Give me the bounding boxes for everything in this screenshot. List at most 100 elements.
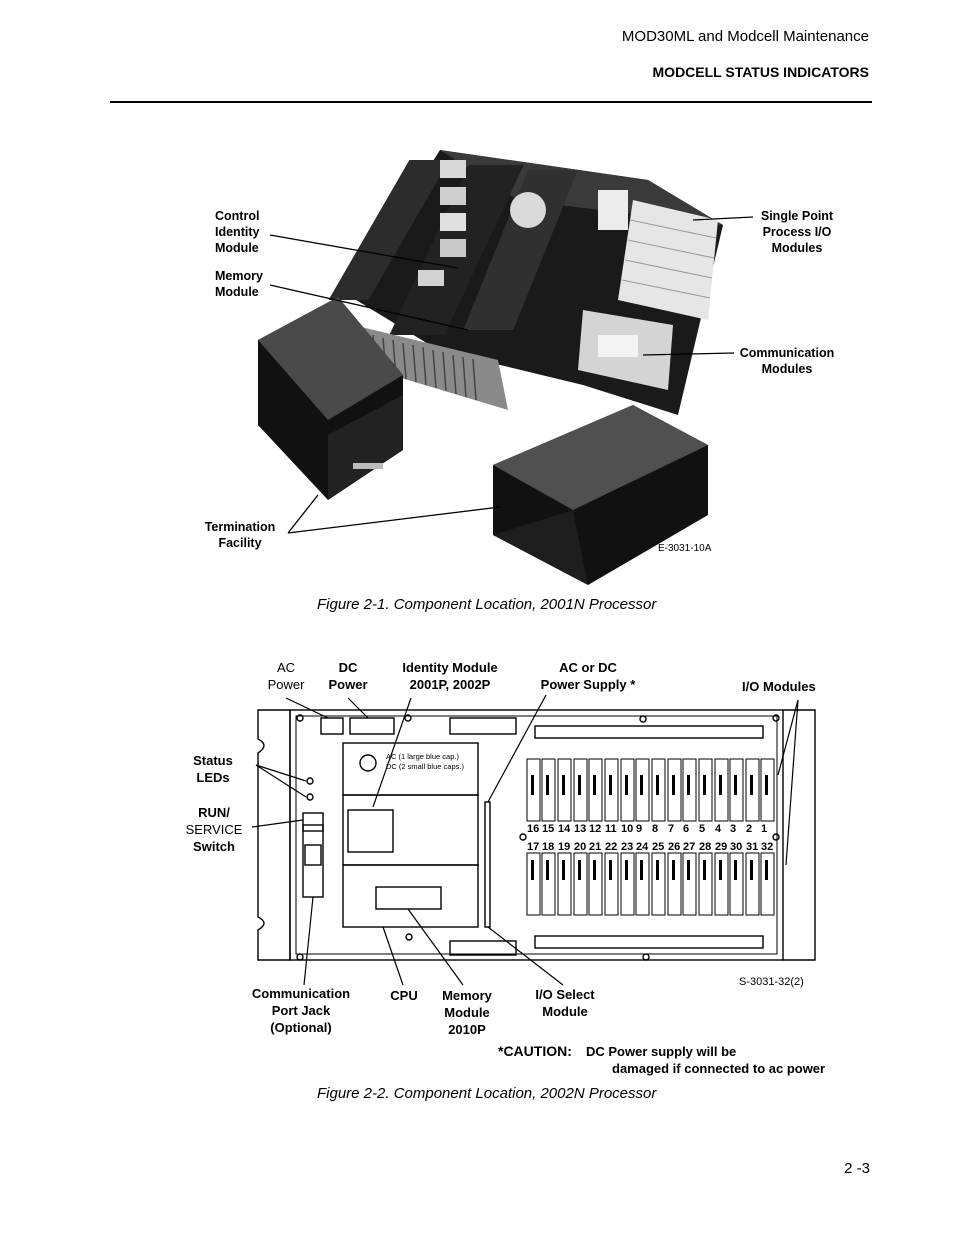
label-io-select-1: I/O Select	[535, 987, 595, 1002]
svg-text:16: 16	[527, 823, 539, 835]
slot-number: 3	[730, 823, 736, 835]
label-caution-text-1: DC Power supply will be	[586, 1044, 736, 1059]
label-io-select-2: Module	[542, 1004, 588, 1019]
slot-number: 9	[636, 823, 642, 835]
single-point-modules	[618, 200, 718, 320]
svg-text:9: 9	[636, 823, 642, 835]
svg-text:Power: Power	[328, 677, 367, 692]
label-control-identity-1: Control	[215, 209, 259, 223]
svg-text:4: 4	[715, 823, 722, 835]
svg-text:AC (1 large blue cap.): AC (1 large blue cap.)	[386, 752, 459, 761]
svg-text:LEDs: LEDs	[196, 770, 229, 785]
module-stack	[328, 160, 628, 335]
label-termination-1: Termination	[205, 520, 276, 534]
label-dc-power-1: DC	[339, 660, 358, 675]
svg-text:AC: AC	[277, 660, 295, 675]
main-panel-inner	[295, 715, 778, 955]
slot-number: 22	[605, 841, 617, 853]
slot-number: 10	[621, 823, 633, 835]
svg-text:5: 5	[699, 823, 705, 835]
label-comm-port-2: Port Jack	[272, 1003, 331, 1018]
svg-text:32: 32	[761, 841, 773, 853]
label-status-leds-2: LEDs	[196, 770, 229, 785]
svg-text:DC Power supply will be: DC Power supply will be	[586, 1044, 736, 1059]
svg-text:Module: Module	[444, 1005, 490, 1020]
svg-text:Power: Power	[268, 677, 306, 692]
header-rule	[110, 101, 872, 103]
svg-text:13: 13	[574, 823, 586, 835]
slot-number: 17	[527, 841, 539, 853]
svg-text:31: 31	[746, 841, 758, 853]
slot-number: 28	[699, 841, 711, 853]
svg-text:DC (2 small blue caps.): DC (2 small blue caps.)	[386, 762, 464, 771]
svg-text:23: 23	[621, 841, 633, 853]
svg-text:CPU: CPU	[390, 988, 417, 1003]
svg-text:20: 20	[574, 841, 586, 853]
label-memory-1: Memory	[442, 988, 493, 1003]
svg-text:19: 19	[558, 841, 570, 853]
svg-text:Identity Module: Identity Module	[402, 660, 497, 675]
label-termination-2: Facility	[218, 536, 261, 550]
label-identity-1: Identity Module	[402, 660, 497, 675]
figure1-caption: Figure 2-1. Component Location, 2001N Pr…	[317, 596, 657, 613]
svg-text:30: 30	[730, 841, 742, 853]
slot-number: 6	[683, 823, 689, 835]
slot-number: 24	[636, 841, 649, 853]
label-cpu: CPU	[390, 988, 417, 1003]
svg-text:Module: Module	[542, 1004, 588, 1019]
label-caution: *CAUTION:	[498, 1043, 572, 1059]
slot-number: 15	[542, 823, 554, 835]
slot-number: 20	[574, 841, 586, 853]
svg-text:Module: Module	[215, 241, 259, 255]
io-terminal-strip-top	[534, 725, 764, 739]
figure-2002n-diagram: 16 15 14 13 12 11 10 9 8 7 6 5 4 3 2 1 1…	[178, 655, 850, 1080]
section-title: MODCELL STATUS INDICATORS	[652, 64, 869, 80]
svg-text:Communication: Communication	[740, 346, 834, 360]
label-communication-2: Modules	[762, 362, 813, 376]
slot-number: 2	[746, 823, 752, 835]
label-power-supply-1: AC or DC	[559, 660, 617, 675]
svg-text:E-3031-10A: E-3031-10A	[658, 543, 712, 554]
label-cap-note-2: DC (2 small blue caps.)	[386, 762, 464, 771]
slot-number: 32	[761, 841, 773, 853]
figure2-code: S-3031-32(2)	[739, 976, 804, 988]
run-service-switch	[302, 812, 324, 832]
main-panel	[289, 709, 784, 961]
svg-text:15: 15	[542, 823, 554, 835]
label-single-point-3: Modules	[772, 241, 823, 255]
slot-number: 26	[668, 841, 680, 853]
slot-number: 27	[683, 841, 695, 853]
slot-number: 11	[605, 823, 617, 835]
svg-text:24: 24	[636, 841, 649, 853]
label-ac-power-2: Power	[268, 677, 306, 692]
svg-text:11: 11	[605, 823, 617, 835]
svg-text:Termination: Termination	[205, 520, 276, 534]
svg-text:Status: Status	[193, 753, 233, 768]
svg-text:I/O Modules: I/O Modules	[742, 679, 816, 694]
svg-text:Switch: Switch	[193, 839, 235, 854]
label-caution-text-2: damaged if connected to ac power	[612, 1061, 825, 1076]
label-cap-note-1: AC (1 large blue cap.)	[386, 752, 459, 761]
io-select-module	[484, 801, 491, 928]
slot-number: 8	[652, 823, 658, 835]
slot-number: 14	[558, 823, 571, 835]
slot-number: 7	[668, 823, 674, 835]
label-ac-power-1: AC	[277, 660, 295, 675]
slot-number: 12	[589, 823, 601, 835]
slot-number: 18	[542, 841, 554, 853]
communication-port-jack	[304, 844, 322, 866]
svg-text:Facility: Facility	[218, 536, 261, 550]
label-single-point-2: Process I/O	[763, 225, 832, 239]
figure1-leader-lines	[269, 216, 754, 534]
slot-number: 13	[574, 823, 586, 835]
label-comm-port-3: (Optional)	[270, 1020, 331, 1035]
figure2-leader-lines	[251, 694, 799, 986]
large-capacitor	[359, 754, 377, 772]
svg-text:14: 14	[558, 823, 571, 835]
svg-text:damaged if connected to ac pow: damaged if connected to ac power	[612, 1061, 825, 1076]
label-power-supply-2: Power Supply *	[541, 677, 637, 692]
svg-text:Communication: Communication	[252, 986, 350, 1001]
label-memory-2: Module	[215, 285, 259, 299]
label-dc-power-2: Power	[328, 677, 367, 692]
svg-text:25: 25	[652, 841, 664, 853]
